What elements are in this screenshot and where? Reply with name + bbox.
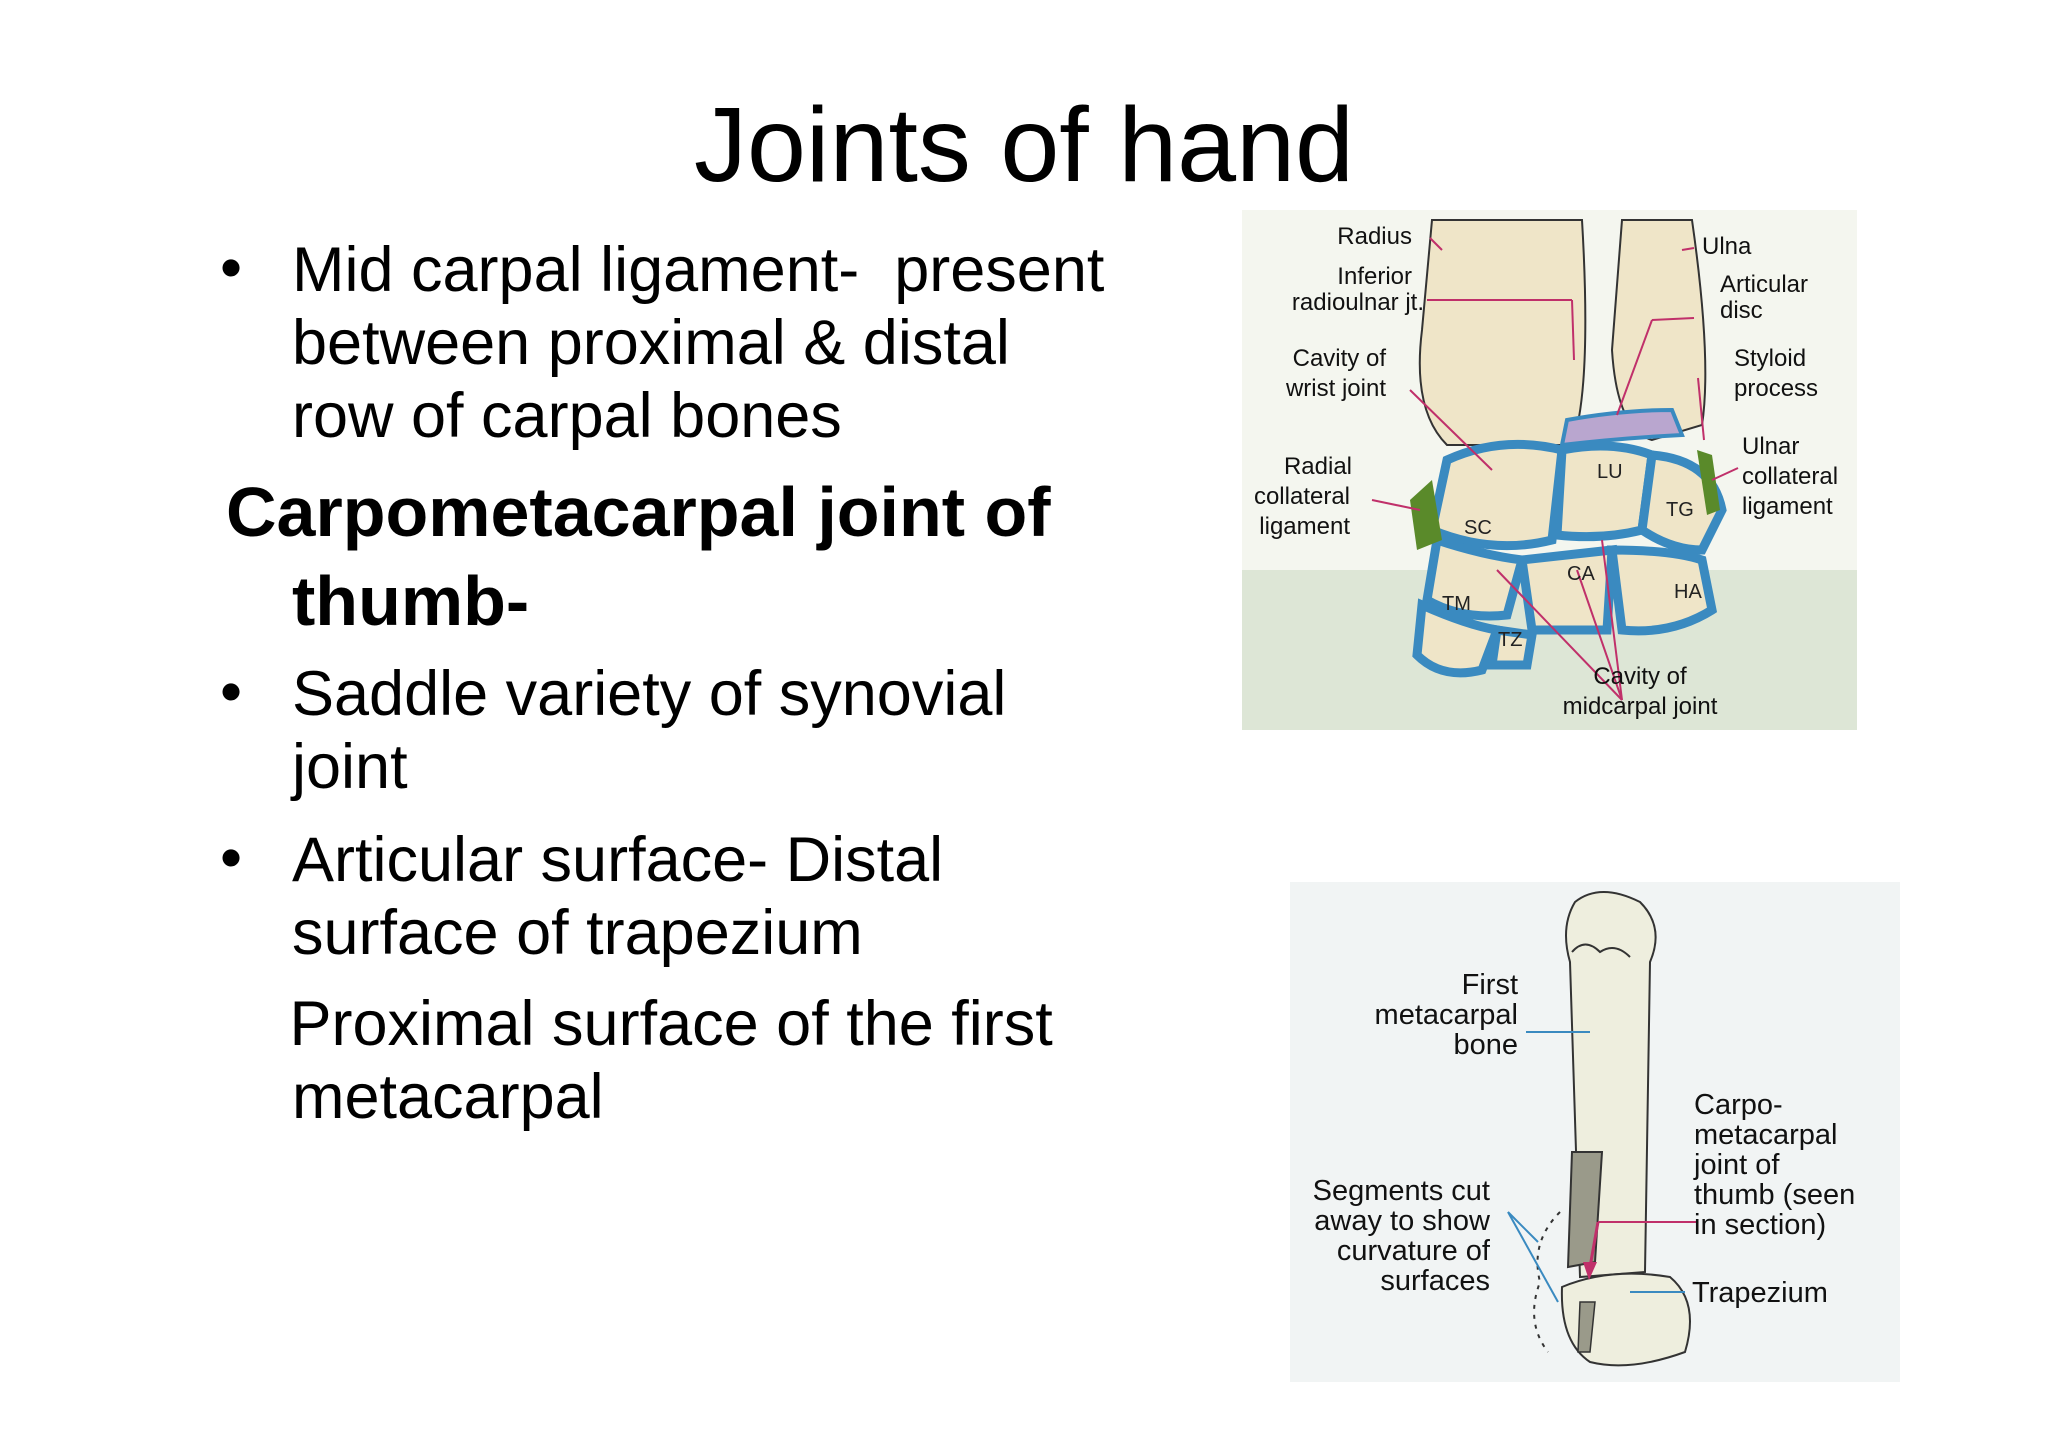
heading-line: Carpometacarpal joint of: [226, 473, 1051, 551]
bullet-text-line: joint: [292, 732, 408, 802]
label-styloid-1: Styloid: [1734, 345, 1806, 372]
label-midcarpal-1: Cavity of: [1593, 663, 1687, 690]
label-carpo-5: in section): [1694, 1209, 1826, 1241]
label-ulnar-2: collateral: [1742, 463, 1838, 490]
tag-lunate: LU: [1597, 461, 1623, 483]
bullet-text-line: row of carpal bones: [292, 381, 842, 451]
label-cavity-wrist-1: Cavity of: [1293, 345, 1387, 372]
label-articular-2: disc: [1720, 297, 1763, 324]
label-carpo-1: Carpo-: [1694, 1089, 1783, 1121]
label-carpo-3: joint of: [1693, 1149, 1780, 1181]
label-trapezium: Trapezium: [1692, 1277, 1828, 1309]
slide-title: Joints of hand: [693, 86, 1354, 204]
label-inferior-2: radioulnar jt.: [1292, 289, 1424, 316]
label-radial-1: Radial: [1284, 453, 1352, 480]
tag-triquetrum: TG: [1666, 499, 1694, 521]
label-first-1: First: [1462, 969, 1518, 1001]
label-carpo-4: thumb (seen: [1694, 1179, 1855, 1211]
label-seg-3: curvature of: [1337, 1235, 1491, 1267]
tag-trapezium: TM: [1442, 593, 1471, 615]
tag-scaphoid: SC: [1464, 517, 1492, 539]
label-seg-1: Segments cut: [1313, 1175, 1490, 1207]
label-styloid-2: process: [1734, 375, 1818, 402]
bullet-text-line: surface of trapezium: [292, 898, 863, 968]
tag-capitate: CA: [1567, 563, 1595, 585]
label-carpo-2: metacarpal: [1694, 1119, 1837, 1151]
label-first-2: metacarpal: [1375, 999, 1518, 1031]
wrist-joint-figure: Radius Ulna Inferior radioulnar jt. Arti…: [1242, 210, 1857, 730]
label-articular-1: Articular: [1720, 271, 1808, 298]
bullet-text-line: Articular surface- Distal: [292, 825, 944, 895]
text-line: metacarpal: [292, 1062, 604, 1132]
bullet-text-line: Mid carpal ligament- present: [292, 235, 1105, 305]
tag-trapezoid: TZ: [1498, 629, 1522, 651]
bullet-text-line: between proximal & distal: [292, 308, 1010, 378]
label-radial-2: collateral: [1254, 483, 1350, 510]
label-ulna: Ulna: [1702, 233, 1752, 260]
label-midcarpal-2: midcarpal joint: [1563, 693, 1718, 720]
thumb-cmc-figure: First metacarpal bone Carpo- metacarpal …: [1290, 882, 1900, 1382]
tag-hamate: HA: [1674, 581, 1702, 603]
label-first-3: bone: [1453, 1029, 1518, 1061]
bullet-text-line: Saddle variety of synovial: [292, 659, 1007, 729]
label-radial-3: ligament: [1259, 513, 1350, 540]
bullet-dot: •: [220, 823, 243, 893]
bullet-dot: •: [220, 657, 243, 727]
label-seg-4: surfaces: [1380, 1265, 1490, 1297]
heading-line: thumb-: [292, 562, 530, 640]
label-cavity-wrist-2: wrist joint: [1285, 375, 1386, 402]
label-ulnar-1: Ulnar: [1742, 433, 1799, 460]
label-radius: Radius: [1337, 223, 1412, 250]
label-seg-2: away to show: [1314, 1205, 1491, 1237]
text-line: Proximal surface of the first: [272, 989, 1053, 1059]
bullet-dot: •: [220, 233, 243, 303]
label-ulnar-3: ligament: [1742, 493, 1833, 520]
label-inferior-1: Inferior: [1337, 263, 1412, 290]
